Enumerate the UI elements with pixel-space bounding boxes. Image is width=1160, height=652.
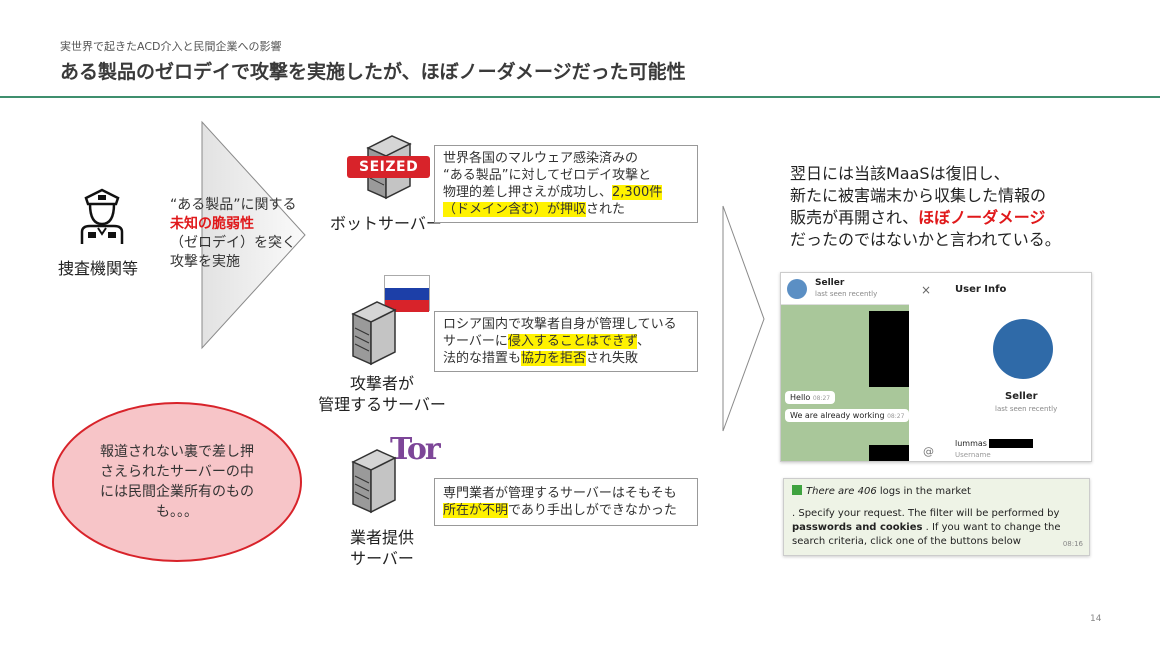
outcome-text: 翌日には当該MaaSは復旧し、 新たに被害端末から収集した情報の 販売が再開され… — [790, 164, 1061, 249]
page-number: 14 — [1090, 614, 1102, 624]
profile-status: last seen recently — [995, 405, 1058, 413]
attacker-server-callout: ロシア国内で攻撃者自身が管理している サーバーに侵入することはできず、 法的な措… — [434, 311, 698, 372]
chat-message: Hello 08:27 — [785, 391, 836, 404]
at-icon: @ — [923, 445, 934, 458]
slide-subtitle: 実世界で起きたACD介入と民間企業への影響 — [60, 40, 282, 53]
result-arrow — [722, 205, 766, 437]
checkmark-icon — [792, 485, 802, 495]
username-label: Username — [955, 451, 991, 459]
seller-name: Seller — [815, 278, 845, 288]
bot-server-label: ボットサーバー — [330, 214, 442, 233]
redaction-block — [989, 439, 1033, 448]
no-damage-label: ほぼノーダメージ — [918, 208, 1046, 227]
chat-message: We are already working 08:27 — [785, 409, 910, 422]
actor-label: 捜査機関等 — [58, 259, 139, 278]
redaction-block — [869, 445, 909, 461]
seller-chat-screenshot: Seller last seen recently Hello 08:27 We… — [780, 272, 1092, 462]
russia-flag-icon — [384, 275, 430, 312]
message-time: 08:16 — [1062, 540, 1083, 548]
seller-status: last seen recently — [815, 290, 878, 298]
user-info-title: User Info — [955, 284, 1007, 295]
slide-title: ある製品のゼロデイで攻撃を実施したが、ほぼノーダメージだった可能性 — [60, 61, 686, 83]
police-officer-icon — [78, 186, 126, 250]
profile-name: Seller — [1005, 391, 1038, 402]
attacker-server-label: 攻撃者が 管理するサーバー — [318, 374, 446, 414]
tor-logo: Tor — [390, 432, 441, 467]
bot-server-callout: 世界各国のマルウェア感染済みの “ある製品”に対してゼロデイ攻撃と 物理的差し押… — [434, 145, 698, 223]
attack-arrow — [200, 120, 310, 354]
profile-avatar — [993, 319, 1053, 379]
zero-day-label: 未知の脆弱性 — [170, 216, 254, 232]
username-value: lummas — [955, 439, 987, 448]
close-icon[interactable]: × — [921, 283, 932, 297]
vendor-server-label: 業者提供 サーバー — [349, 528, 414, 568]
chat-panel: Seller last seen recently Hello 08:27 We… — [781, 273, 910, 461]
server-icon — [345, 300, 397, 370]
server-icon — [345, 448, 397, 518]
attack-description: “ある製品”に関する 未知の脆弱性 （ゼロデイ）を突く 攻撃を実施 — [170, 197, 297, 270]
market-message-screenshot: There are 406 logs in the market . Speci… — [783, 478, 1090, 556]
vendor-server-callout: 専門業者が管理するサーバーはそもそも 所在が不明であり手出しができなかった — [434, 478, 698, 526]
redaction-block — [869, 311, 909, 387]
seized-badge: SEIZED — [347, 156, 431, 178]
avatar — [787, 279, 807, 299]
header-divider — [0, 96, 1160, 98]
private-server-note: 報道されない裏で差し押さえられたサーバーの中には民間企業所有のものも。。。 — [52, 402, 302, 562]
